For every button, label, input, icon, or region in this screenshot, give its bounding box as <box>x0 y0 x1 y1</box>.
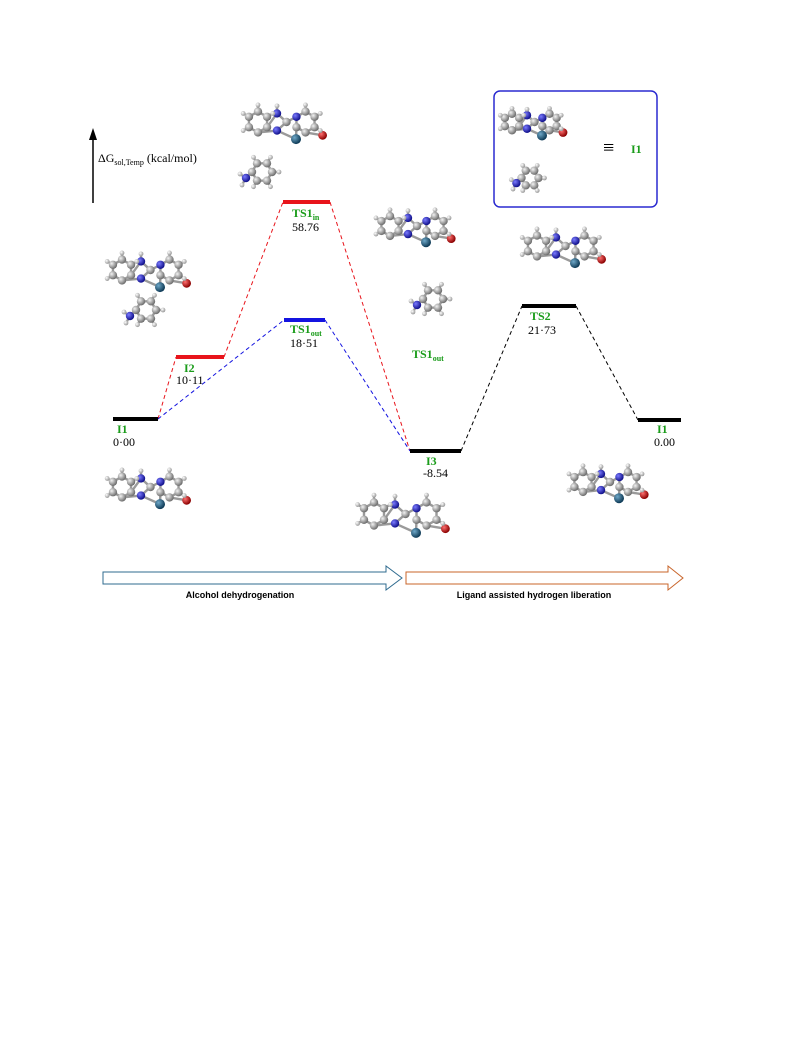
path-ts1in-i3 <box>329 201 411 452</box>
state-label-i2: I2 <box>184 361 195 375</box>
path-i1-ts1out <box>157 319 285 420</box>
state-label-ts2: TS2 <box>530 309 551 323</box>
stage-arrow-right: Ligand assisted hydrogen liberation <box>405 564 684 600</box>
path-i2-ts1in <box>223 201 284 358</box>
molecule-ts1in <box>237 102 327 190</box>
molecule-i1-start <box>104 467 192 510</box>
state-label-ts1out: TS1out <box>290 322 322 338</box>
state-label-ts1in: TS1in <box>292 206 320 222</box>
molecule-sub-ts1out: out <box>433 354 444 363</box>
stage-label-left: Alcohol dehydrogenation <box>186 590 295 600</box>
state-label-i1-end: I1 <box>657 422 668 436</box>
molecule-i2 <box>104 250 192 328</box>
energy-levels <box>113 200 681 453</box>
molecule-i1-end <box>566 463 649 504</box>
state-sub-ts1out: out <box>311 329 322 338</box>
state-value-ts1in: 58.76 <box>292 220 319 234</box>
state-value-ts1out: 18·51 <box>290 336 318 350</box>
axis-label: ΔGsol,Temp (kcal/mol) <box>98 151 197 167</box>
molecule-ts2 <box>519 226 606 269</box>
molecule-inset <box>497 106 568 193</box>
molecule-ts1-top <box>373 207 456 248</box>
inset-i1-structure: ≡ I1 <box>493 90 658 208</box>
stage-label-right: Ligand assisted hydrogen liberation <box>457 590 612 600</box>
molecule-i3 <box>355 492 450 538</box>
state-value-i1-end: 0.00 <box>654 435 675 449</box>
stage-arrow-left: Alcohol dehydrogenation <box>102 565 403 600</box>
energy-axis <box>89 128 97 203</box>
axis-label-main: ΔG <box>98 151 115 165</box>
state-name-ts1in: TS1 <box>292 206 313 220</box>
state-value-i1-start: 0·00 <box>113 435 135 449</box>
state-labels: I1 0·00 I2 10·11 TS1in 58.76 TS1out 18·5… <box>113 206 675 480</box>
molecule-label-ts1out: TS1out <box>412 347 444 363</box>
state-sub-ts1in: in <box>313 213 320 222</box>
state-value-i2: 10·11 <box>176 373 204 387</box>
molecule-name-ts1out: TS1 <box>412 347 433 361</box>
axis-label-sub: sol,Temp <box>114 158 143 167</box>
path-ts2-i1 <box>575 305 639 421</box>
path-i3-ts2 <box>460 305 523 452</box>
molecule-depictions <box>104 102 649 538</box>
state-label-i3: I3 <box>426 454 437 468</box>
path-ts1out-i3 <box>324 319 411 452</box>
axis-label-unit: (kcal/mol) <box>144 151 197 165</box>
state-name-ts1out: TS1 <box>290 322 311 336</box>
state-value-ts2: 21·73 <box>528 323 556 337</box>
inset-label: I1 <box>631 142 642 156</box>
molecule-ts1out <box>408 281 453 317</box>
state-label-i1-start: I1 <box>117 422 128 436</box>
path-i1-i2 <box>157 356 177 420</box>
state-value-i3: -8.54 <box>423 466 448 480</box>
inset-equiv-symbol: ≡ <box>603 137 614 159</box>
reaction-path-connectors <box>157 201 639 452</box>
